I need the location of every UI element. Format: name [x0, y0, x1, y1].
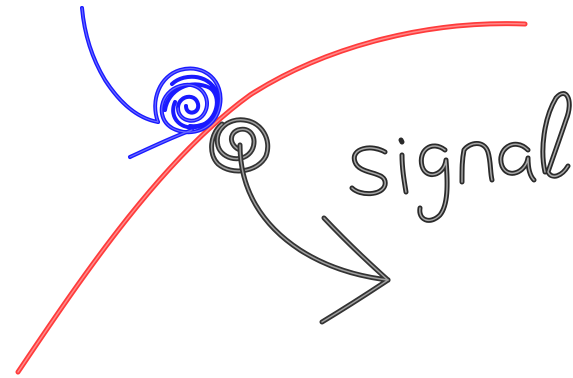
red-curve	[18, 24, 525, 372]
signal-handwriting	[352, 94, 569, 221]
